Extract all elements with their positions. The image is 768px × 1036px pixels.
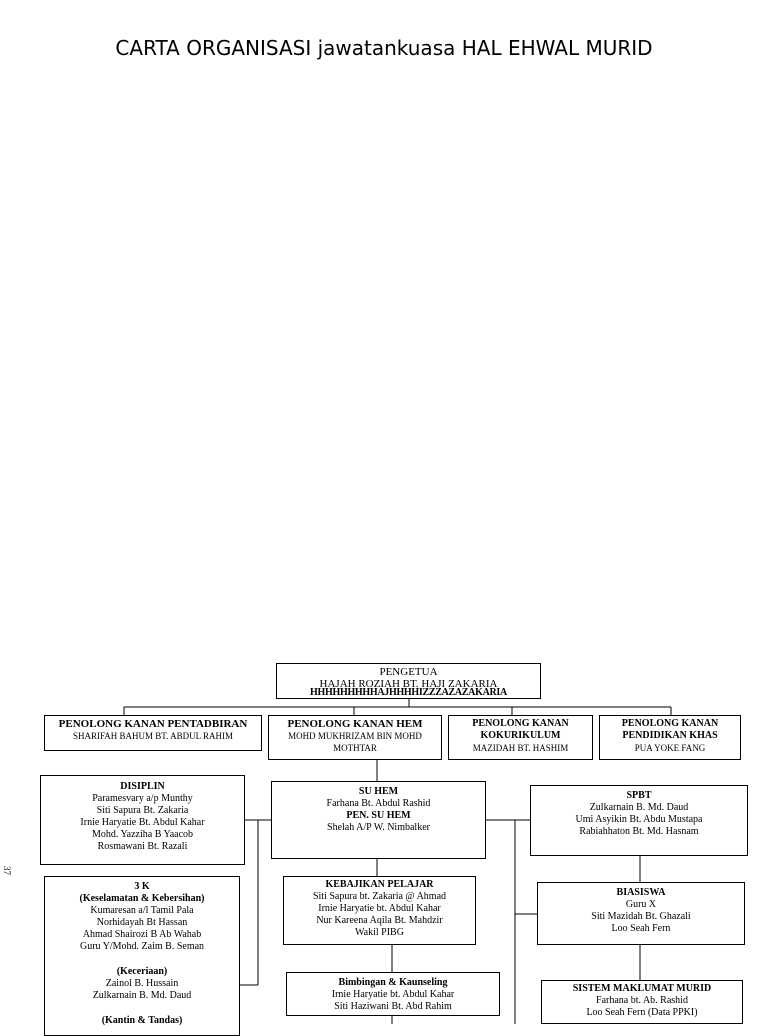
spbt-box: SPBT Zulkarnain B. Md. Daud Umi Asyikin …	[530, 785, 748, 856]
spbt-title: SPBT	[626, 790, 652, 801]
pk-pendidikan-khas-name: PUA YOKE FANG	[634, 743, 706, 753]
pk-pendidikan-khas-title: PENOLONG KANAN PENDIDIKAN KHAS	[621, 718, 719, 741]
pk-pentadbiran-name: SHARIFAH BAHUM BT. ABDUL RAHIM	[72, 731, 234, 741]
spbt-member: Rabiahhaton Bt. Md. Hasnam	[579, 826, 699, 837]
pk-hem-title: PENOLONG KANAN HEM	[287, 718, 423, 730]
pk-pentadbiran-box: PENOLONG KANAN PENTADBIRAN SHARIFAH BAHU…	[44, 715, 262, 751]
pk-kokurikulum-name: MAZIDAH BT. HASHIM	[472, 743, 569, 753]
pengetua-overlay: HHHHHHHHHAJHHHHIZZZAZAZAKARIA	[310, 687, 507, 698]
bimbingan-box: Bimbingan & Kaunseling Irnie Haryatie bt…	[286, 972, 500, 1016]
kebajikan-box: KEBAJIKAN PELAJAR Siti Sapura bt. Zakari…	[283, 876, 476, 945]
suhem-box: SU HEM Farhana Bt. Abdul Rashid PEN. SU …	[271, 781, 486, 859]
pk-kokurikulum-box: PENOLONG KANAN KOKURIKULUM MAZIDAH BT. H…	[448, 715, 593, 760]
disiplin-member: Paramesvary a/p Munthy	[92, 793, 193, 804]
smm-member: Loo Seah Fern (Data PPKI)	[586, 1007, 698, 1018]
tiga-k-member: Norhidayah Bt Hassan	[96, 917, 188, 928]
kebajikan-member: Siti Sapura bt. Zakaria @ Ahmad	[312, 891, 447, 902]
tiga-k-member: Ahmad Shairozi B Ab Wahab	[82, 929, 202, 940]
tiga-k-sub2: (Keceriaan)	[116, 966, 168, 977]
biasiswa-box: BIASISWA Guru X Siti Mazidah Bt. Ghazali…	[537, 882, 745, 945]
page-title: CARTA ORGANISASI jawatankuasa HAL EHWAL …	[115, 36, 653, 60]
disiplin-member: Irnie Haryatie Bt. Abdul Kahar	[80, 817, 205, 828]
tiga-k-member: Zulkarnain B. Md. Daud	[92, 990, 192, 1001]
smm-box: SISTEM MAKLUMAT MURID Farhana bt. Ab. Ra…	[541, 980, 743, 1024]
tiga-k-member: Guru Y/Mohd. Zaim B. Seman	[79, 941, 205, 952]
pk-kokurikulum-title: PENOLONG KANAN KOKURIKULUM	[472, 718, 569, 741]
tiga-k-box: 3 K (Keselamatan & Kebersihan) Kumaresan…	[44, 876, 240, 1036]
tiga-k-member: Zainol B. Hussain	[105, 978, 179, 989]
disiplin-box: DISIPLIN Paramesvary a/p Munthy Siti Sap…	[40, 775, 245, 865]
spbt-member: Zulkarnain B. Md. Daud	[589, 802, 689, 813]
spbt-member: Umi Asyikin Bt. Abdu Mustapa	[575, 814, 703, 825]
tiga-k-title: 3 K	[134, 881, 150, 892]
biasiswa-member: Loo Seah Fern	[611, 923, 671, 934]
bimbingan-member: Siti Haziwani Bt. Abd Rahim	[334, 1001, 452, 1012]
pk-hem-name: MOHD MUKHRIZAM BIN MOHD MOTHTAR	[288, 731, 422, 753]
pk-hem-box: PENOLONG KANAN HEM MOHD MUKHRIZAM BIN MO…	[268, 715, 442, 760]
pengetua-title: PENGETUA	[379, 666, 438, 678]
suhem-title: SU HEM	[358, 786, 399, 797]
kebajikan-member: Irnie Haryatie bt. Abdul Kahar	[318, 903, 441, 914]
suhem-name: Farhana Bt. Abdul Rashid	[326, 798, 431, 809]
pen-suhem-title: PEN. SU HEM	[346, 810, 411, 821]
pen-suhem-name: Shelah A/P W. Nimbalker	[327, 822, 430, 833]
biasiswa-title: BIASISWA	[616, 887, 666, 898]
smm-member: Farhana bt. Ab. Rashid	[596, 995, 688, 1006]
disiplin-member: Siti Sapura Bt. Zakaria	[96, 805, 189, 816]
bimbingan-member: Irnie Haryatie bt. Abdul Kahar	[331, 989, 455, 1000]
pk-pentadbiran-title: PENOLONG KANAN PENTADBIRAN	[58, 718, 248, 730]
biasiswa-member: Guru X	[625, 899, 657, 910]
pengetua-box: PENGETUA HAJAH ROZIAH BT. HAJI ZAKARIA H…	[276, 663, 541, 699]
biasiswa-member: Siti Mazidah Bt. Ghazali	[591, 911, 691, 922]
kebajikan-title: KEBAJIKAN PELAJAR	[325, 879, 434, 890]
tiga-k-member: Kumaresan a/l Tamil Pala	[90, 905, 194, 916]
disiplin-member: Mohd. Yazziha B Yaacob	[91, 829, 194, 840]
tiga-k-sub1: (Keselamatan & Kebersihan)	[79, 893, 205, 904]
pk-pendidikan-khas-box: PENOLONG KANAN PENDIDIKAN KHAS PUA YOKE …	[599, 715, 741, 760]
pengetua-name: HAJAH ROZIAH BT. HAJI ZAKARIA	[319, 678, 498, 690]
kebajikan-member: Wakil PIBG	[355, 927, 404, 938]
disiplin-title: DISIPLIN	[120, 781, 165, 792]
disiplin-member: Rosmawani Bt. Razali	[97, 841, 188, 852]
smm-title: SISTEM MAKLUMAT MURID	[572, 983, 712, 994]
bimbingan-title: Bimbingan & Kaunseling	[338, 977, 448, 988]
tiga-k-sub3: (Kantin & Tandas)	[101, 1015, 183, 1026]
kebajikan-member: Nur Kareena Aqila Bt. Mahdzir	[316, 915, 443, 926]
